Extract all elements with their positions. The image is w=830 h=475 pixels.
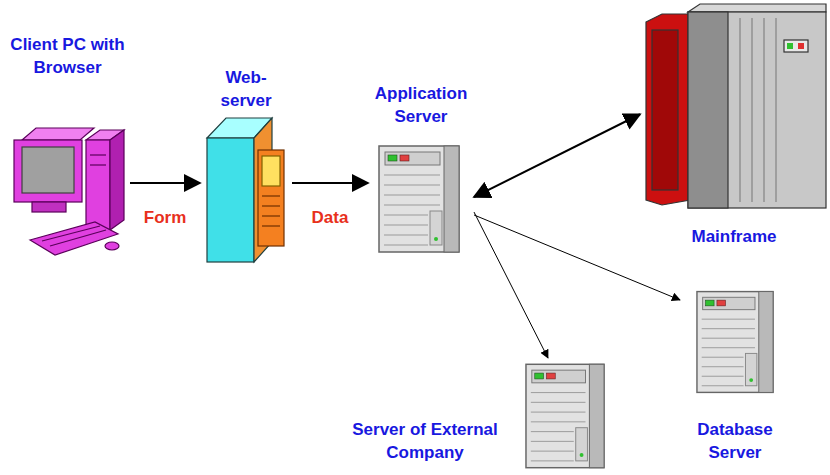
arrow-connector bbox=[474, 215, 680, 300]
mainframe-icon bbox=[646, 4, 826, 208]
node-label: Web-server bbox=[200, 66, 292, 112]
web-server-icon bbox=[207, 118, 284, 262]
client-pc: Client PC with Browser bbox=[5, 33, 130, 270]
application-server-icon bbox=[379, 146, 459, 252]
edge-label: Data bbox=[310, 208, 351, 228]
arrow-connector bbox=[474, 114, 640, 197]
node-label: Server of External Company bbox=[335, 418, 515, 464]
database-server: Database Server bbox=[680, 288, 790, 473]
external-server-icon bbox=[526, 364, 604, 467]
mainframe: Mainframe bbox=[640, 0, 828, 255]
edge-label: Form bbox=[142, 208, 189, 228]
database-server-icon bbox=[697, 292, 773, 393]
node-label: Client PC with Browser bbox=[10, 33, 125, 79]
application-server: Application Server bbox=[368, 82, 474, 254]
node-label: Database Server bbox=[680, 418, 790, 464]
external-server: Server of External Company bbox=[335, 358, 610, 473]
web-server: Web-server bbox=[200, 66, 292, 265]
arrow-connector bbox=[474, 212, 548, 358]
node-label: Application Server bbox=[368, 82, 474, 128]
node-label: Mainframe bbox=[640, 225, 828, 248]
arrow-connector bbox=[292, 182, 368, 184]
arrow-connector bbox=[130, 182, 200, 184]
client-pc-icon bbox=[14, 128, 124, 255]
